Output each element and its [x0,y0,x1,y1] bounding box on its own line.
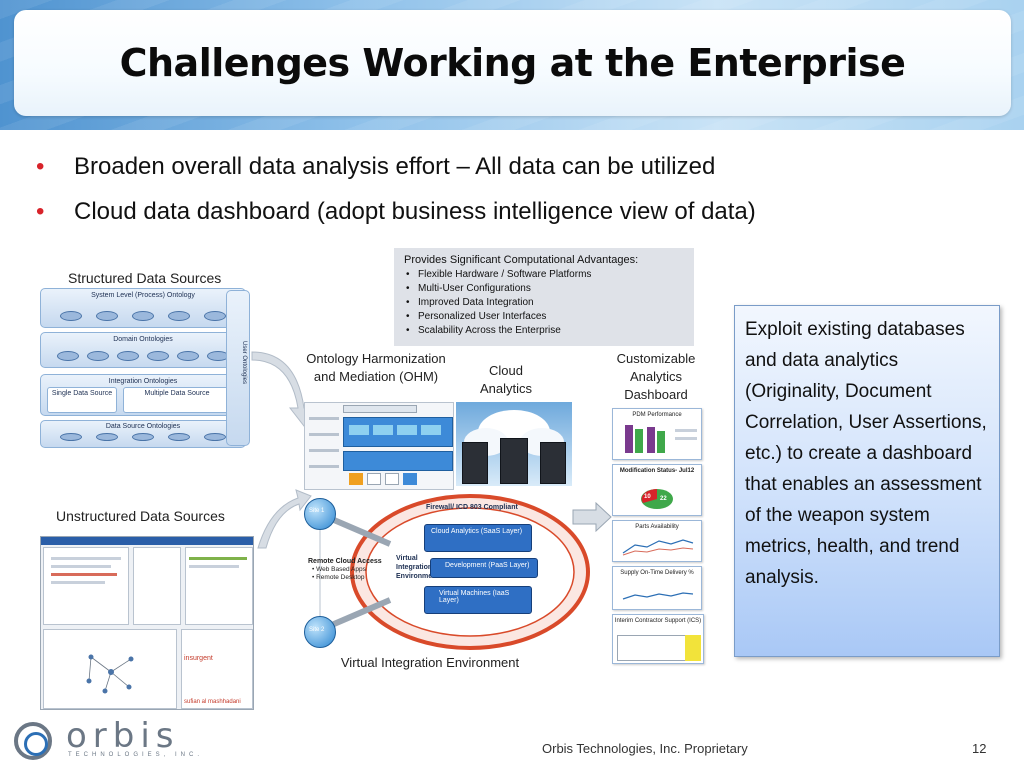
ontology-blobs [53,351,233,363]
bullet-item: • Broaden overall data analysis effort –… [30,144,930,189]
advantage-item: Multi-User Configurations [404,282,684,296]
server-rack-icon [500,438,528,484]
dashboard-card: Interim Contractor Support (ICS) [612,614,704,664]
bullet-dot-icon: • [36,152,45,180]
remote-access-item: • Web Based Apps [312,566,366,573]
pie-chart: 10 22 [639,487,675,511]
arrow-right-icon [572,502,612,532]
logo-wordmark: orbis [66,716,180,756]
firewall-label: Firewall/ ICD 803 Compliant [426,504,518,511]
bullet-list: • Broaden overall data analysis effort –… [30,144,930,234]
advantages-list: Flexible Hardware / Software Platforms M… [404,268,684,338]
dashboard-card-title: Parts Availability [635,524,679,530]
ontology-blobs [53,311,233,323]
advantage-item: Scalability Across the Enterprise [404,324,684,338]
dashboard-card: Modification Status- Jul12 10 22 [612,464,702,516]
dashboard-card: Supply On-Time Delivery % [612,566,702,610]
dashboard-card: Parts Availability [612,520,702,562]
multiple-source-box: Multiple Data Source [123,387,231,413]
data-source-ontologies-panel: Data Source Ontologies [40,420,246,448]
vie-title: Virtual Integration Environment [340,655,520,670]
remote-access-title: Remote Cloud Access [308,558,382,565]
callout-text: Exploit existing databases and data anal… [745,319,987,588]
structured-sources-title: Structured Data Sources [68,270,222,286]
unstructured-screenshot: insurgent sufian al mashhadani [40,536,254,710]
user-ontologies-column: User Ontologies [226,290,250,446]
orbis-logo-icon [14,722,52,760]
line-chart [622,539,694,556]
title-box: Challenges Working at the Enterprise [14,10,1011,116]
panel-label: Multiple Data Source [144,390,210,397]
dashboard-card-title: Modification Status- Jul12 [619,468,695,474]
line-chart [622,592,694,600]
server-rack-icon [462,442,488,484]
pie-label: 10 [644,494,651,500]
remote-access-item: • Remote Desktop [312,574,365,581]
panel-label: Data Source Ontologies [105,423,181,430]
single-source-box: Single Data Source [47,387,117,413]
panel-label: Integration Ontologies [108,378,178,385]
footer-proprietary: Orbis Technologies, Inc. Proprietary [542,741,748,756]
callout-box: Exploit existing databases and data anal… [734,305,1000,657]
user-ontologies-label: User Ontologies [241,341,247,385]
globe-icon [304,616,336,648]
layer-label: Virtual Machines (IaaS Layer) [439,590,510,604]
snippet-text: insurgent [184,655,213,662]
page-number: 12 [972,741,987,756]
arrow-right-icon [256,480,312,550]
domain-ontologies-panel: Domain Ontologies [40,332,246,368]
bullet-text: Broaden overall data analysis effort – A… [74,152,716,180]
cloud-analytics-title: Cloud Analytics [479,363,533,396]
bullet-item: • Cloud data dashboard (adopt business i… [30,189,930,234]
paas-layer: Development (PaaS Layer) [430,558,538,578]
panel-label: Single Data Source [51,390,113,397]
bullet-text: Cloud data dashboard (adopt business int… [74,197,756,225]
globe-icon [304,498,336,530]
dashboard-card-title: Supply On-Time Delivery % [620,570,694,576]
logo-subtitle: TECHNOLOGIES, INC. [68,752,204,758]
system-ontology-panel: System Level (Process) Ontology [40,288,246,328]
dashboard-title: Customizable Analytics Dashboard [616,351,696,402]
ontology-blobs [53,433,233,443]
advantage-item: Personalized User Interfaces [404,310,684,324]
ohm-title: Ontology Harmonization and Mediation (OH… [306,351,446,384]
unstructured-sources-title: Unstructured Data Sources [56,508,225,524]
ohm-diagram [304,402,454,490]
advantages-title: Provides Significant Computational Advan… [404,254,639,266]
pie-label: 22 [660,496,667,502]
panel-label: Domain Ontologies [113,336,173,343]
network-graph-icon [86,654,134,694]
layer-label: Cloud Analytics (SaaS Layer) [431,528,523,535]
vie-center-label: Virtual Integration Environment [396,555,439,580]
bullet-dot-icon: • [36,197,45,225]
advantage-item: Flexible Hardware / Software Platforms [404,268,684,282]
iaas-layer: Virtual Machines (IaaS Layer) [424,586,532,614]
dashboard-card-title: PDM Performance [632,412,682,418]
dashboard-card: PDM Performance [612,408,702,460]
dashboard-card-title: Interim Contractor Support (ICS) [614,618,702,624]
layer-label: Development (PaaS Layer) [445,562,530,569]
site-label: Site 2 [309,627,325,633]
panel-label: System Level (Process) Ontology [91,292,195,299]
slide-title: Challenges Working at the Enterprise [119,41,906,85]
advantage-item: Improved Data Integration [404,296,684,310]
site-label: Site 1 [309,508,325,514]
advantages-box: Provides Significant Computational Advan… [394,248,694,346]
saas-layer: Cloud Analytics (SaaS Layer) [424,524,532,552]
server-rack-icon [540,442,566,484]
cloud-icon [456,402,572,486]
snippet-text: sufian al mashhadani [184,699,241,705]
vie-diagram: Site 1 Site 2 Remote Cloud Access • Web … [300,492,590,650]
integration-ontologies-panel: Integration Ontologies Single Data Sourc… [40,374,246,416]
